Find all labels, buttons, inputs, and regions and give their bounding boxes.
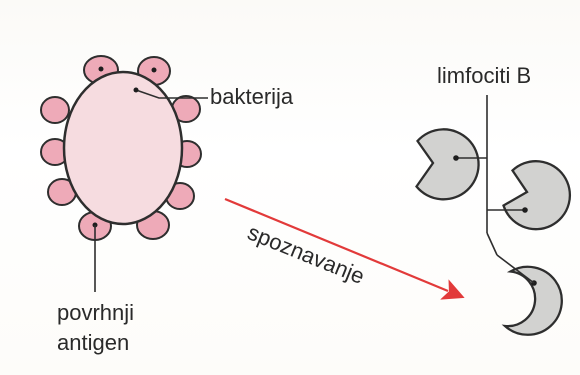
- lymphocyte-nucleus-dot: [453, 155, 459, 161]
- antigen-blob: [41, 97, 69, 123]
- bacterium-dot: [134, 88, 139, 93]
- b-lymphocyte-cell: [504, 161, 570, 229]
- bacterium-group: [41, 56, 208, 292]
- lymphocytes-label: limfociti B: [437, 63, 531, 88]
- antigen-label-line1: povrhnji: [57, 300, 134, 325]
- lymphocyte-connector: [487, 233, 497, 255]
- lymphocyte-nucleus-dot: [522, 207, 528, 213]
- antigen-label-line2: antigen: [57, 330, 129, 355]
- lymphocytes-group: [417, 95, 570, 335]
- bacterium-label: bakterija: [210, 84, 294, 109]
- recognition-label: spoznavanje: [244, 219, 368, 288]
- antigen-dot: [152, 68, 157, 73]
- bacterium-body: [64, 72, 182, 224]
- antigen-dot: [99, 67, 104, 72]
- b-lymphocyte-cell: [417, 129, 479, 199]
- b-lymphocyte-cell: [505, 267, 562, 335]
